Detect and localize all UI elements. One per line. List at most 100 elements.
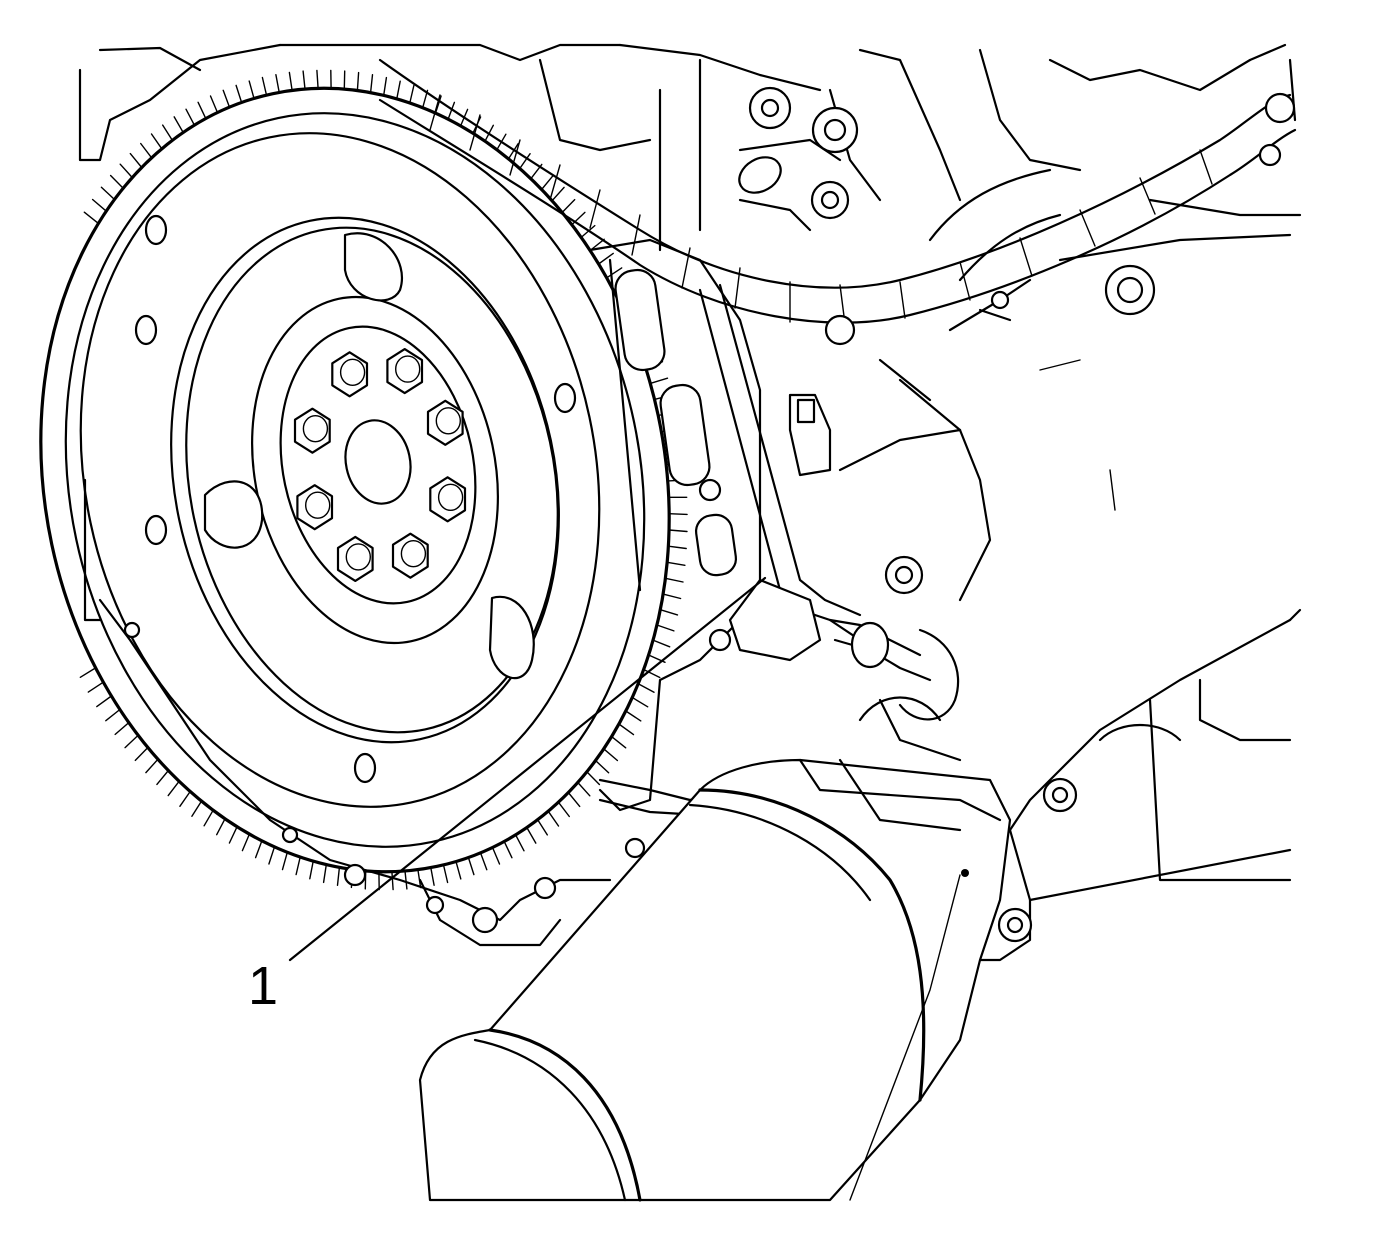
gear-tooth <box>653 640 670 647</box>
accessory-components <box>733 88 1154 600</box>
gear-tooth <box>444 865 448 883</box>
gear-tooth <box>296 857 300 875</box>
gear-tooth <box>262 78 266 96</box>
gear-tooth <box>527 828 536 844</box>
gear-tooth <box>130 154 141 168</box>
gear-tooth <box>669 514 687 515</box>
gear-tooth <box>120 164 132 177</box>
gear-tooth <box>665 578 683 582</box>
gear-tooth <box>357 73 358 91</box>
gear-tooth <box>558 802 569 816</box>
oil-pan <box>960 610 1300 960</box>
gear-tooth <box>410 85 414 103</box>
flywheel-bolt <box>295 409 330 453</box>
gear-tooth <box>106 710 120 721</box>
gear-tooth <box>310 861 313 879</box>
gear-tooth <box>572 212 585 224</box>
gear-tooth <box>456 862 461 879</box>
gear-tooth <box>371 75 373 93</box>
gear-tooth <box>423 90 428 107</box>
exhaust-pipe <box>420 698 1010 1201</box>
gear-tooth <box>249 81 254 98</box>
gear-tooth <box>405 871 407 889</box>
gear-tooth <box>552 187 564 200</box>
gear-tooth <box>97 696 112 707</box>
gear-tooth <box>626 711 641 721</box>
gear-tooth <box>93 200 107 212</box>
flywheel-bolt <box>387 349 422 393</box>
gear-tooth <box>283 852 288 869</box>
flywheel-bolt <box>297 485 332 529</box>
gear-tooth <box>493 847 500 864</box>
gear-tooth <box>338 867 340 885</box>
gear-tooth <box>612 737 626 748</box>
gear-tooth <box>163 125 173 140</box>
gear-tooth <box>650 378 667 383</box>
callout-1-label: 1 <box>248 956 278 1016</box>
gear-tooth <box>223 90 229 107</box>
gear-tooth <box>619 724 634 735</box>
gear-tooth <box>269 847 275 864</box>
gear-tooth <box>303 71 305 89</box>
gear-tooth <box>596 761 609 773</box>
gear-tooth <box>192 801 202 816</box>
gear-tooth <box>668 546 686 548</box>
gear-tooth <box>418 870 421 888</box>
sensor-bracket <box>700 285 958 719</box>
gear-tooth <box>135 748 148 761</box>
gear-tooth <box>157 771 169 785</box>
gear-tooth <box>587 772 600 785</box>
gear-tooth <box>516 835 524 851</box>
gear-tooth <box>217 819 225 835</box>
gear-tooth <box>657 625 674 631</box>
gear-tooth <box>538 820 548 835</box>
gear-tooth <box>211 96 218 113</box>
gear-tooth <box>578 782 590 795</box>
gear-tooth <box>198 102 206 118</box>
gear-tooth <box>468 858 474 875</box>
gear-tooth <box>80 668 95 677</box>
gear-tooth <box>562 200 575 213</box>
gear-tooth <box>111 176 124 189</box>
flywheel-bolt <box>393 534 428 578</box>
gear-tooth <box>663 594 681 598</box>
flywheel-bolt <box>332 352 367 396</box>
gear-tooth <box>548 811 558 826</box>
gear-tooth <box>504 841 512 857</box>
gear-tooth <box>324 865 327 883</box>
gear-tooth <box>146 759 158 772</box>
gear-tooth <box>84 212 98 223</box>
gear-tooth <box>461 109 468 126</box>
gear-tooth <box>392 872 393 890</box>
gear-tooth <box>180 792 190 807</box>
gear-tooth <box>276 75 279 93</box>
gear-tooth <box>481 853 487 870</box>
gear-tooth <box>168 781 179 795</box>
gear-tooth <box>317 70 318 88</box>
gear-tooth <box>229 827 237 843</box>
engine-block-flange <box>590 240 760 857</box>
gear-tooth <box>186 109 194 125</box>
flywheel-bolt <box>428 401 463 445</box>
gear-tooth <box>397 81 400 99</box>
gear-tooth <box>204 810 213 826</box>
gear-tooth <box>660 610 677 615</box>
gear-tooth <box>236 85 242 102</box>
gear-tooth <box>669 530 687 532</box>
gear-tooth <box>568 793 579 807</box>
gear-tooth <box>152 134 162 149</box>
gear-tooth <box>88 682 103 692</box>
gear-tooth <box>101 187 114 199</box>
flywheel-bolt <box>430 477 465 521</box>
gear-tooth <box>256 841 262 858</box>
gear-tooth <box>667 562 685 565</box>
gear-tooth <box>542 176 554 190</box>
gear-tooth <box>632 698 647 707</box>
gear-tooth <box>431 868 434 886</box>
gear-tooth <box>115 723 129 735</box>
gear-tooth <box>531 164 542 178</box>
gear-tooth <box>125 735 138 747</box>
gear-tooth <box>174 117 183 133</box>
